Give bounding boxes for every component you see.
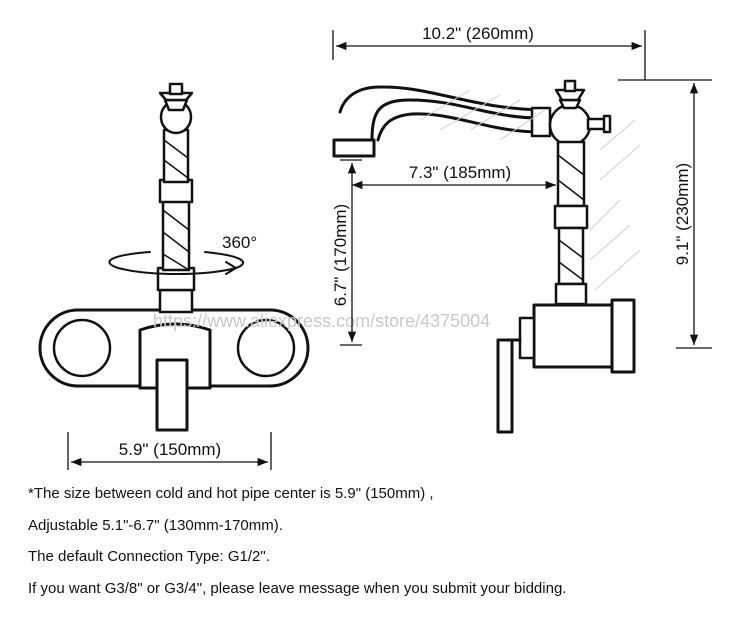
note-connection-type: The default Connection Type: G1/2". (28, 548, 270, 565)
note-alternative-connection: If you want G3/8" or G3/4", please leave… (28, 579, 567, 597)
aerator (332, 138, 376, 158)
lever-side (496, 338, 522, 434)
wall-plate (38, 308, 310, 388)
left-inlet-circle (52, 318, 112, 378)
right-inlet-circle (236, 318, 296, 378)
spout-height-label: 6.7" (170mm) (331, 204, 350, 306)
rotation-label: 360° (222, 233, 257, 252)
faucet-dimension-diagram: https://www.aliexpress.com/store/4375004… (38, 24, 712, 470)
wall-plate-side (610, 298, 636, 374)
lever-handle (155, 358, 189, 432)
height-label: 9.1" (230mm) (673, 163, 692, 265)
note-adjustable: Adjustable 5.1"-6.7" (130mm-170mm). (28, 516, 283, 534)
note-pipe-center: *The size between cold and hot pipe cent… (28, 485, 434, 502)
watermark-text: https://www.aliexpress.com/store/4375004 (153, 311, 490, 331)
rotation-arrow (108, 251, 244, 275)
hatch-lines (419, 89, 641, 291)
notes-section: *The size between cold and hot pipe cent… (28, 484, 728, 610)
width-label: 10.2" (260mm) (422, 24, 534, 43)
pipe-center-label: 5.9" (150mm) (119, 440, 221, 459)
front-view-drawing (38, 82, 310, 432)
side-view-drawing (332, 79, 636, 434)
reach-label: 7.3" (185mm) (409, 163, 511, 182)
mixer-body-side (532, 303, 614, 369)
